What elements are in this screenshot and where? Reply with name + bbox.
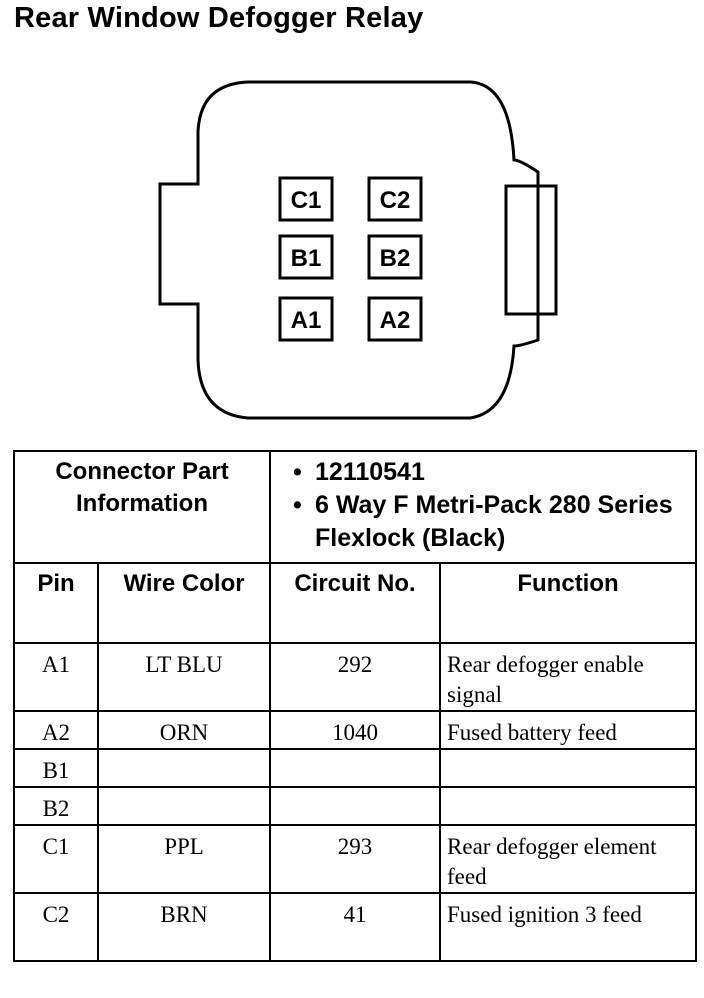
pin-label-c2: C2 (380, 187, 411, 214)
part-info-label: Connector Part Information (12, 450, 272, 564)
table-row: C2 BRN 41 Fused ignition 3 feed (13, 892, 698, 962)
part-info-row: Connector Part Information 12110541 6 Wa… (12, 450, 698, 564)
column-header-row: Pin Wire Color Circuit No. Function (13, 562, 698, 644)
pin-label-b2: B2 (380, 245, 411, 272)
table-row: C1 PPL 293 Rear defogger element feed (13, 824, 698, 894)
function-cell (439, 786, 698, 826)
circuit-cell: 1040 (269, 710, 442, 750)
table-row: B2 (13, 786, 698, 826)
function-cell: Fused ignition 3 feed (439, 892, 698, 962)
pin-cell: C2 (13, 892, 99, 962)
col-header-function: Function (439, 562, 698, 644)
circuit-cell: 41 (269, 892, 442, 962)
pin-label-a2: A2 (380, 307, 411, 334)
col-header-pin: Pin (13, 562, 99, 644)
part-number: 12110541 (293, 456, 695, 489)
pin-cavity-b1: B1 (278, 234, 334, 280)
connector-latch (504, 184, 558, 316)
pin-cell: B2 (13, 786, 99, 826)
connector-body (158, 80, 540, 420)
table-row: A1 LT BLU 292 Rear defogger enable signa… (13, 642, 698, 712)
connector-pinout-table: Connector Part Information 12110541 6 Wa… (12, 450, 698, 962)
pin-cavity-c1: C1 (278, 176, 334, 222)
pin-cell: C1 (13, 824, 99, 894)
col-header-wire-color: Wire Color (96, 562, 272, 644)
pin-cell: A1 (13, 642, 99, 712)
function-cell: Fused battery feed (439, 710, 698, 750)
pin-label-a1: A1 (291, 307, 322, 334)
part-info-details: 12110541 6 Way F Metri-Pack 280 Series F… (269, 450, 698, 564)
wire-color-cell: PPL (96, 824, 272, 894)
connector-diagram: C1 C2 B1 B2 A1 A2 (158, 80, 558, 420)
wire-color-cell: BRN (96, 892, 272, 962)
table-row: A2 ORN 1040 Fused battery feed (13, 710, 698, 750)
circuit-cell (269, 748, 442, 788)
function-cell: Rear defogger element feed (439, 824, 698, 894)
part-description: 6 Way F Metri-Pack 280 Series Flexlock (… (293, 489, 695, 555)
wire-color-cell (96, 748, 272, 788)
page-title: Rear Window Defogger Relay (14, 2, 424, 34)
function-cell (439, 748, 698, 788)
pin-cell: A2 (13, 710, 99, 750)
circuit-cell (269, 786, 442, 826)
pin-cavity-a1: A1 (278, 296, 334, 342)
wire-color-cell: ORN (96, 710, 272, 750)
pin-label-c1: C1 (291, 187, 322, 214)
circuit-cell: 292 (269, 642, 442, 712)
pin-cavity-c2: C2 (367, 176, 423, 222)
pin-cell: B1 (13, 748, 99, 788)
pin-cavity-a2: A2 (367, 296, 423, 342)
function-cell: Rear defogger enable signal (439, 642, 698, 712)
wire-color-cell (96, 786, 272, 826)
col-header-circuit-no: Circuit No. (269, 562, 442, 644)
pin-label-b1: B1 (291, 245, 322, 272)
circuit-cell: 293 (269, 824, 442, 894)
wire-color-cell: LT BLU (96, 642, 272, 712)
pin-cavity-b2: B2 (367, 234, 423, 280)
table-row: B1 (13, 748, 698, 788)
